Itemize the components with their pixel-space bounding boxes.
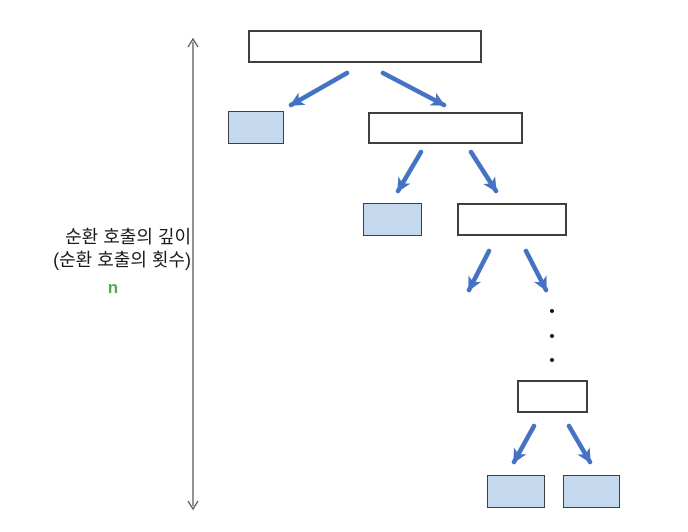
depth-axis-label-line1: 순환 호출의 깊이 <box>65 227 191 247</box>
edge-level4-to-leaf-right <box>566 423 593 465</box>
ellipsis-dot: • <box>549 303 555 320</box>
ellipsis-dot: • <box>549 352 555 369</box>
edge-level2-to-level3-left <box>395 149 424 194</box>
edge-level4-to-leaf-left <box>511 423 537 465</box>
depth-variable-n: n <box>107 278 119 297</box>
edge-root-to-level2-right <box>380 70 447 108</box>
tree-node-leaf-right <box>563 475 620 508</box>
edge-level3-down-right <box>523 248 549 293</box>
depth-axis-arrow <box>187 37 199 511</box>
tree-node-level3-left <box>363 203 422 236</box>
ellipsis-dots: • • • <box>540 300 564 374</box>
depth-axis-label-line2: (순환 호출의 횟수) <box>53 250 191 270</box>
tree-node-root <box>248 30 482 63</box>
tree-node-level4 <box>517 380 588 413</box>
edge-level2-to-level3-right <box>468 149 499 194</box>
tree-node-leaf-left <box>487 475 545 508</box>
depth-axis-label: 순환 호출의 깊이 (순환 호출의 횟수) <box>0 226 191 272</box>
ellipsis-dot: • <box>549 327 555 345</box>
tree-node-level2-right <box>368 112 523 144</box>
tree-node-level2-left <box>228 111 284 144</box>
tree-node-level3-right <box>457 203 567 236</box>
edge-level3-down-left <box>466 248 492 293</box>
edge-root-to-level2-left <box>288 70 350 108</box>
